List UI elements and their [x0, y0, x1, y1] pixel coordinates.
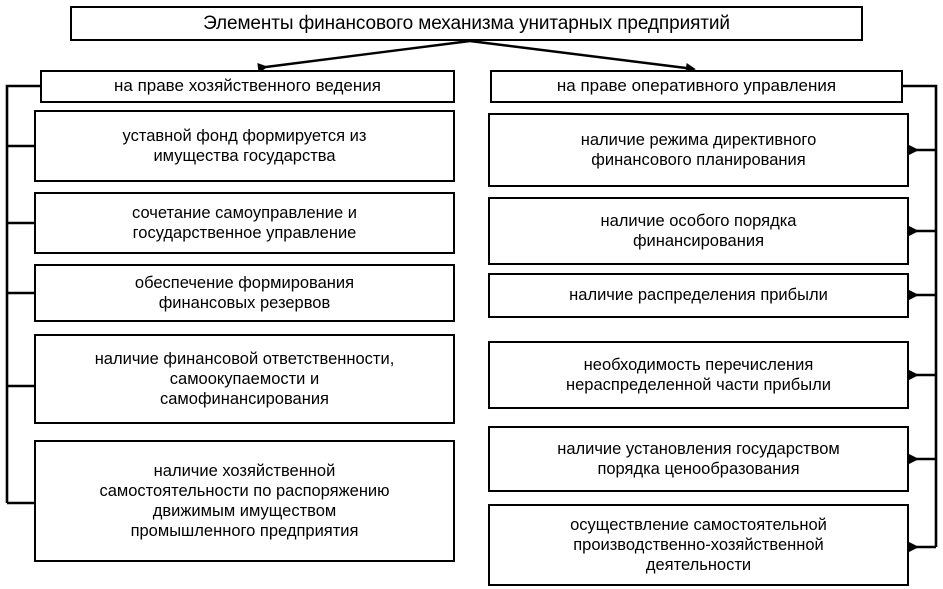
branch-item-right-6[interactable]: осуществление самостоятельной производст…	[488, 504, 909, 586]
branch-item-left-1[interactable]: уставной фонд формируется из имущества г…	[34, 110, 455, 182]
branch-header-operativnoe-upravlenie[interactable]: на праве оперативного управления	[490, 70, 903, 103]
branch-item-left-2[interactable]: сочетание самоуправление и государственн…	[34, 192, 455, 254]
branch-item-left-5[interactable]: наличие хозяйственной самостоятельности …	[34, 440, 455, 562]
branch-item-right-5[interactable]: наличие установления государством порядк…	[488, 426, 909, 492]
title-box: Элементы финансового механизма унитарных…	[70, 6, 863, 41]
branch-item-left-3[interactable]: обеспечение формирования финансовых резе…	[34, 264, 455, 322]
branch-item-right-2[interactable]: наличие особого порядка финансирования	[488, 197, 909, 265]
branch-item-left-4[interactable]: наличие финансовой ответственности, само…	[34, 334, 455, 424]
branch-item-right-4[interactable]: необходимость перечисления нераспределен…	[488, 341, 909, 409]
branch-header-hozyaystvennoe-vedenie[interactable]: на праве хозяйственного ведения	[40, 70, 455, 103]
branch-item-right-3[interactable]: наличие распределения прибыли	[488, 273, 909, 318]
title-split-connector	[257, 39, 696, 73]
branch-item-right-1[interactable]: наличие режима директивного финансового …	[488, 113, 909, 187]
